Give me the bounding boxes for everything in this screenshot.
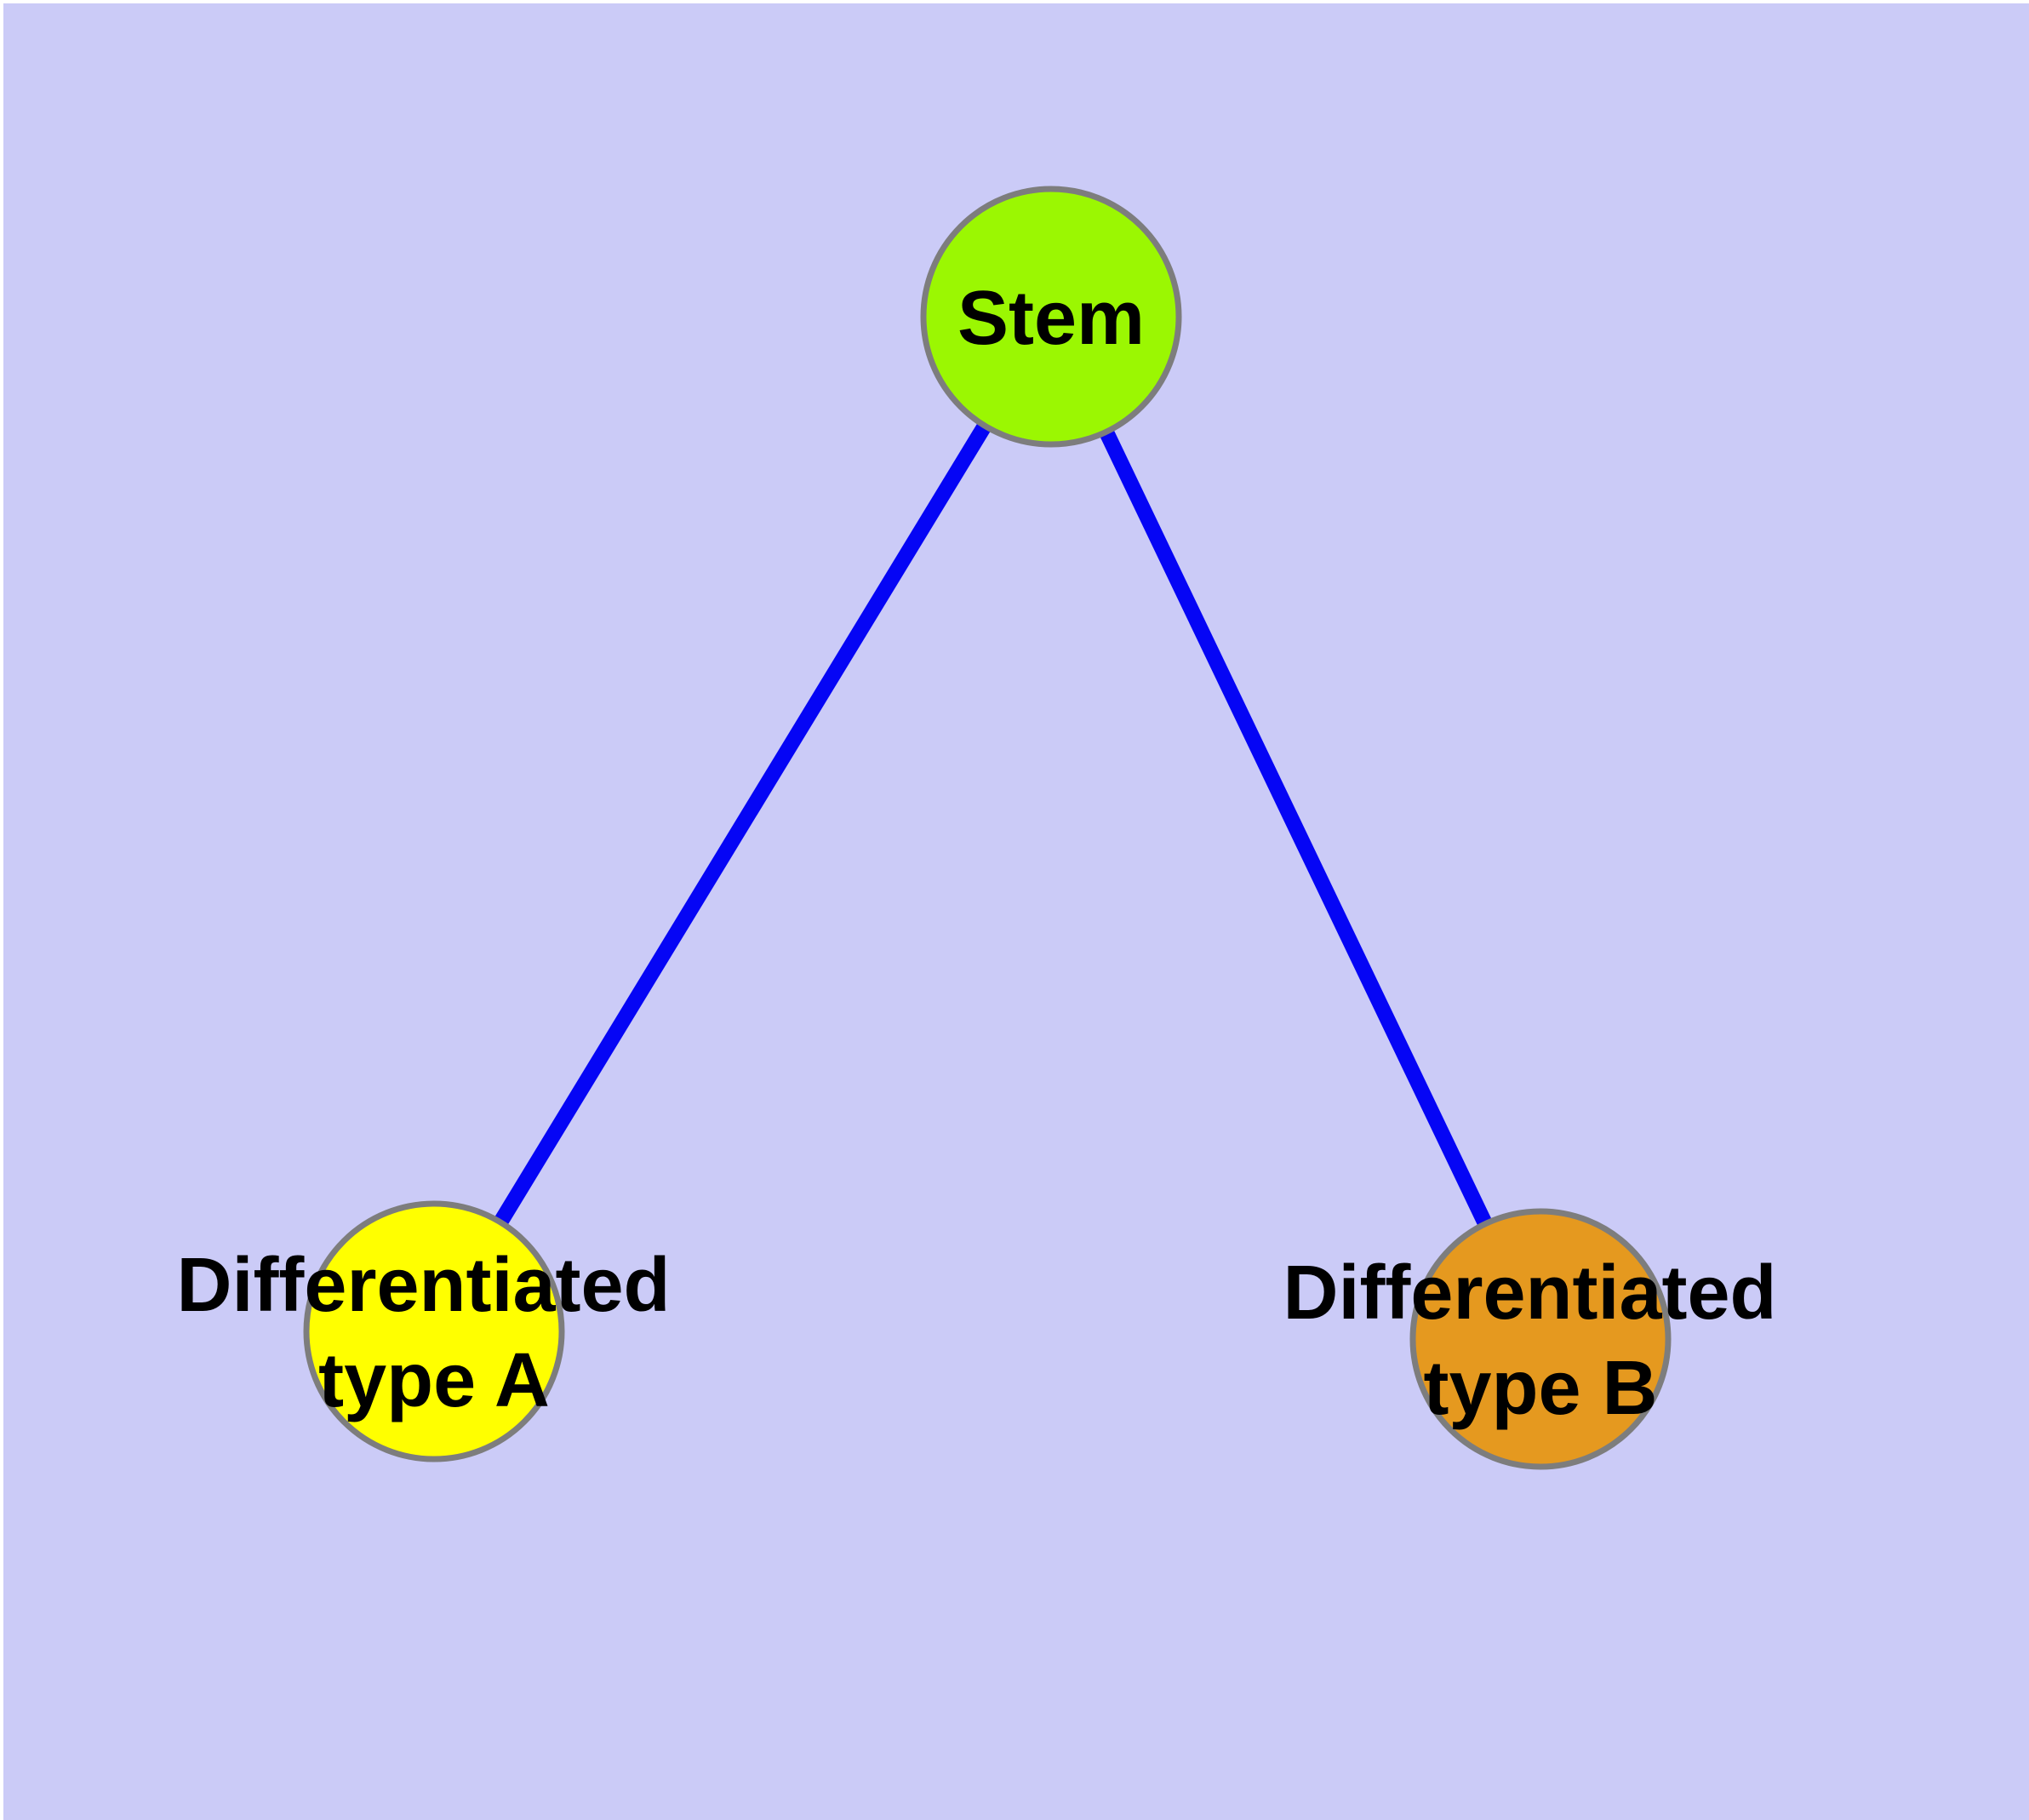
node-differentiated-type-a [303, 1200, 565, 1462]
node-label-differentiated-type-a: Differentiated type A [176, 1243, 691, 1423]
node-label-differentiated-type-b-line2: type B [1423, 1346, 1657, 1431]
node-label-differentiated-type-a-line1: Differentiated [176, 1243, 670, 1328]
node-label-differentiated-type-b: Differentiated type B [1283, 1251, 1798, 1431]
node-label-differentiated-type-b-line1: Differentiated [1283, 1251, 1776, 1336]
node-label-differentiated-type-a-line2: type A [318, 1338, 550, 1423]
edge-stem-to-type-b [1043, 313, 1548, 1342]
node-differentiated-type-b [1409, 1208, 1672, 1470]
edge-stem-to-type-a [427, 312, 1058, 1336]
node-stem [920, 186, 1182, 448]
node-label-stem: Stem [957, 276, 1145, 361]
